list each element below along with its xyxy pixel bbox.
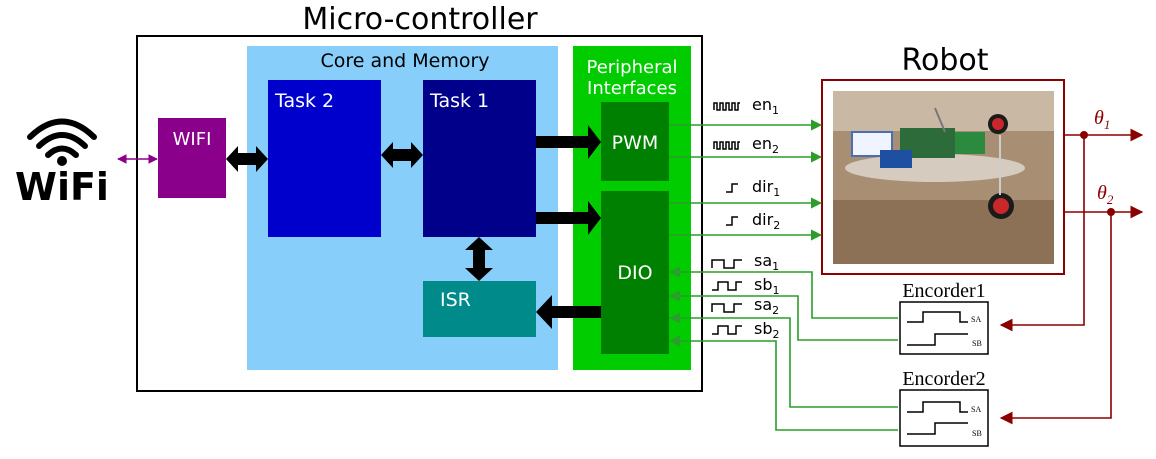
theta1-encoder-line bbox=[999, 135, 1085, 332]
encoder1-sb-label: SB bbox=[972, 339, 982, 348]
task1-dio-arrow bbox=[536, 201, 601, 235]
sb2-line bbox=[668, 335, 898, 431]
sb1-line bbox=[668, 290, 898, 341]
signal-dir2: dir2 bbox=[726, 210, 780, 232]
microcontroller-title: Micro-controller bbox=[302, 2, 538, 37]
task1-label: Task 1 bbox=[429, 90, 489, 112]
theta1-junction bbox=[1080, 131, 1088, 139]
task1-isr-arrow bbox=[465, 237, 493, 281]
robot-photo bbox=[833, 91, 1054, 264]
task2-block bbox=[268, 80, 381, 237]
wifi-logo-icon bbox=[27, 118, 97, 166]
encoder2-title: Encorder2 bbox=[902, 368, 985, 390]
encoder2-sa-wave bbox=[907, 401, 968, 413]
task2-label: Task 2 bbox=[274, 90, 334, 112]
dio-label: DIO bbox=[617, 262, 652, 284]
encoder1-sa-wave bbox=[907, 311, 968, 323]
encoder1-sb-wave bbox=[907, 333, 968, 346]
svg-text:dir2: dir2 bbox=[752, 210, 780, 232]
robot-title: Robot bbox=[901, 43, 988, 78]
svg-text:en2: en2 bbox=[752, 134, 779, 156]
svg-text:sa2: sa2 bbox=[754, 295, 779, 317]
encoder2-sb-label: SB bbox=[972, 429, 982, 438]
svg-text:sa1: sa1 bbox=[754, 251, 779, 273]
encoder2-sa-label: SA bbox=[971, 405, 981, 414]
signal-sb1: sb1 bbox=[712, 275, 780, 297]
peripheral-label-2: Interfaces bbox=[587, 78, 677, 99]
pwm-block bbox=[601, 102, 669, 181]
theta2-junction bbox=[1107, 208, 1115, 216]
theta2-encoder-line bbox=[999, 212, 1112, 425]
wifi-task2-arrow bbox=[226, 146, 268, 172]
wifi-block bbox=[158, 118, 226, 198]
task2-task1-arrow bbox=[381, 142, 423, 168]
theta1-label: θ1 bbox=[1094, 107, 1110, 132]
sa1-line bbox=[668, 266, 898, 319]
signal-en1: en1 bbox=[713, 95, 779, 117]
signal-sb2: sb2 bbox=[712, 319, 780, 341]
isr-block bbox=[423, 281, 536, 337]
signal-sa1: sa1 bbox=[711, 251, 779, 273]
signal-en2: en2 bbox=[713, 134, 779, 156]
peripheral-label-1: Peripheral bbox=[586, 57, 677, 78]
isr-label: ISR bbox=[440, 289, 471, 311]
encoder1-sa-label: SA bbox=[971, 315, 981, 324]
core-memory-label: Core and Memory bbox=[320, 50, 489, 72]
encoder2-sb-wave bbox=[907, 422, 968, 435]
svg-text:sb2: sb2 bbox=[754, 319, 780, 341]
theta2-label: θ2 bbox=[1097, 182, 1114, 207]
signal-dir1: dir1 bbox=[726, 177, 780, 199]
svg-text:dir1: dir1 bbox=[752, 177, 780, 199]
svg-text:en1: en1 bbox=[752, 95, 779, 117]
wifi-logo-text: WiFi bbox=[15, 165, 109, 209]
svg-text:sb1: sb1 bbox=[754, 275, 780, 297]
signal-sa2: sa2 bbox=[711, 295, 779, 317]
wifi-block-label: WIFI bbox=[173, 129, 212, 150]
dio-block bbox=[601, 191, 669, 354]
encoder1-title: Encorder1 bbox=[902, 280, 985, 302]
pwm-label: PWM bbox=[612, 132, 659, 154]
sa2-line bbox=[668, 312, 898, 408]
task1-pwm-arrow bbox=[536, 125, 601, 159]
encoder2-box bbox=[899, 389, 989, 447]
task1-block bbox=[423, 80, 536, 237]
dio-isr-arrow bbox=[536, 295, 601, 329]
